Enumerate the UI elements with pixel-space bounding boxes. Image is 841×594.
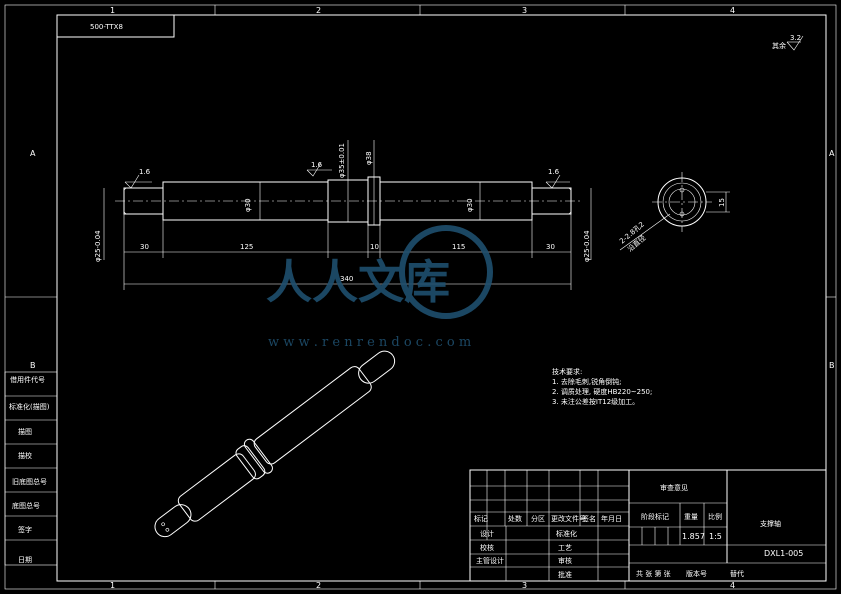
tb-role-approve: 批准 xyxy=(558,570,572,579)
zone-col-2-bottom: 2 xyxy=(316,581,321,590)
zone-row-b: B xyxy=(30,361,36,370)
zone-col-4-bottom: 4 xyxy=(730,581,735,590)
svg-text:标准化(描图): 标准化(描图) xyxy=(9,402,50,411)
tb-role-std: 标准化 xyxy=(556,529,577,538)
dim-seg4: 115 xyxy=(452,243,465,251)
dim-d-mid1: φ30 xyxy=(244,198,252,212)
tb-role-design: 设计 xyxy=(480,529,494,538)
zone-col-4: 4 xyxy=(730,6,735,15)
dimension-lines xyxy=(103,140,592,290)
watermark: 人人文库 w w w . r e n r e n d o c . c o m xyxy=(266,225,493,350)
svg-text:3. 未注公差按IT12级加工。: 3. 未注公差按IT12级加工。 xyxy=(552,397,639,406)
dim-d-right: φ25-0.04 xyxy=(583,230,591,262)
tb-row-label-2: 分区 xyxy=(531,514,545,523)
tb-row-label-4: 签名 xyxy=(582,514,596,523)
dim-total: 340 xyxy=(340,275,353,283)
dim-d-shoulder: φ35±0.01 xyxy=(338,143,346,178)
tb-hdr-stage: 阶段标记 xyxy=(641,512,669,521)
tb-replace: 替代 xyxy=(730,569,744,578)
tb-row-label-3: 更改文件号 xyxy=(551,514,586,523)
rough-mark-3: 1.6 xyxy=(548,168,560,176)
tb-sheets: 共 张 第 张 xyxy=(636,569,671,578)
tb-scale: 1:5 xyxy=(709,532,722,541)
tb-role-review: 审核 xyxy=(558,556,572,565)
svg-text:1. 去除毛刺,锐角倒钝;: 1. 去除毛刺,锐角倒钝; xyxy=(552,377,622,386)
section-view xyxy=(619,172,730,251)
zone-row-b-right: B xyxy=(829,361,835,370)
zone-col-3-bottom: 3 xyxy=(522,581,527,590)
svg-text:借用件代号: 借用件代号 xyxy=(10,375,45,384)
title-block xyxy=(469,469,827,582)
tb-row-label-0: 标记 xyxy=(474,514,488,523)
tech-notes: 技术要求: 1. 去除毛刺,锐角倒钝; 2. 调质处理, 硬度HB220~250… xyxy=(552,367,652,406)
zone-col-1-bottom: 1 xyxy=(110,581,115,590)
svg-text:描校: 描校 xyxy=(18,451,32,460)
tb-hdr-scale: 比例 xyxy=(708,512,722,521)
svg-text:底图总号: 底图总号 xyxy=(12,501,40,510)
svg-text:技术要求:: 技术要求: xyxy=(552,367,582,376)
zone-col-3: 3 xyxy=(522,6,527,15)
inner-frame xyxy=(56,14,827,582)
tb-row-label-5: 年月日 xyxy=(601,514,622,523)
roughness-marks xyxy=(124,162,570,189)
dim-d-collar: φ38 xyxy=(365,151,373,165)
roughness-rest: 其余 3.2 xyxy=(772,34,804,51)
code-box-text: 500-TTX8 xyxy=(90,23,123,31)
dim-d-left: φ25-0.04 xyxy=(94,230,102,262)
tb-part-name: 支撑轴 xyxy=(760,519,781,528)
dim-seg2: 125 xyxy=(240,243,253,251)
svg-text:签字: 签字 xyxy=(18,525,32,534)
svg-text:描图: 描图 xyxy=(18,427,32,436)
shaft-isometric xyxy=(154,350,396,538)
dim-seg5: 30 xyxy=(546,243,555,251)
dim-d-mid2: φ30 xyxy=(466,198,474,212)
tb-role-process: 工艺 xyxy=(558,544,572,552)
dim-seg1: 30 xyxy=(140,243,149,251)
svg-text:日期: 日期 xyxy=(18,556,32,564)
code-box xyxy=(56,14,175,38)
section-width: 15 xyxy=(718,198,726,207)
tb-role-main: 主管设计 xyxy=(476,556,504,565)
zone-col-1: 1 xyxy=(110,6,115,15)
shaft-front-view xyxy=(115,176,582,226)
tb-version: 版本号 xyxy=(686,569,707,578)
tb-hdr-weight: 重量 xyxy=(684,513,698,521)
left-column: 借用件代号 标准化(描图) 描图 描校 旧底图总号 底图总号 签字 日期 xyxy=(4,371,58,566)
rough-mark-2: 1.6 xyxy=(311,161,323,169)
svg-text:2. 调质处理, 硬度HB220~250;: 2. 调质处理, 硬度HB220~250; xyxy=(552,387,652,396)
zone-col-2: 2 xyxy=(316,6,321,15)
svg-text:其余: 其余 xyxy=(772,41,786,50)
tb-row-label-1: 处数 xyxy=(508,514,522,523)
svg-text:w w w . r e n r e n d o c . c: w w w . r e n r e n d o c . c o m xyxy=(268,335,471,350)
dim-seg3: 10 xyxy=(370,243,379,251)
zone-row-a: A xyxy=(30,149,36,158)
zone-ticks xyxy=(5,5,836,589)
rough-mark-1: 1.6 xyxy=(139,168,151,176)
svg-text:人人文库: 人人文库 xyxy=(266,255,450,309)
tb-weight: 1.857 xyxy=(682,532,705,541)
zone-row-a-right: A xyxy=(829,149,835,158)
tb-top-label: 审查意见 xyxy=(660,483,688,492)
tb-role-check: 校核 xyxy=(480,543,494,552)
svg-text:3.2: 3.2 xyxy=(790,34,801,42)
tb-drawing-no: DXL1-005 xyxy=(764,549,803,558)
svg-text:旧底图总号: 旧底图总号 xyxy=(12,477,47,486)
